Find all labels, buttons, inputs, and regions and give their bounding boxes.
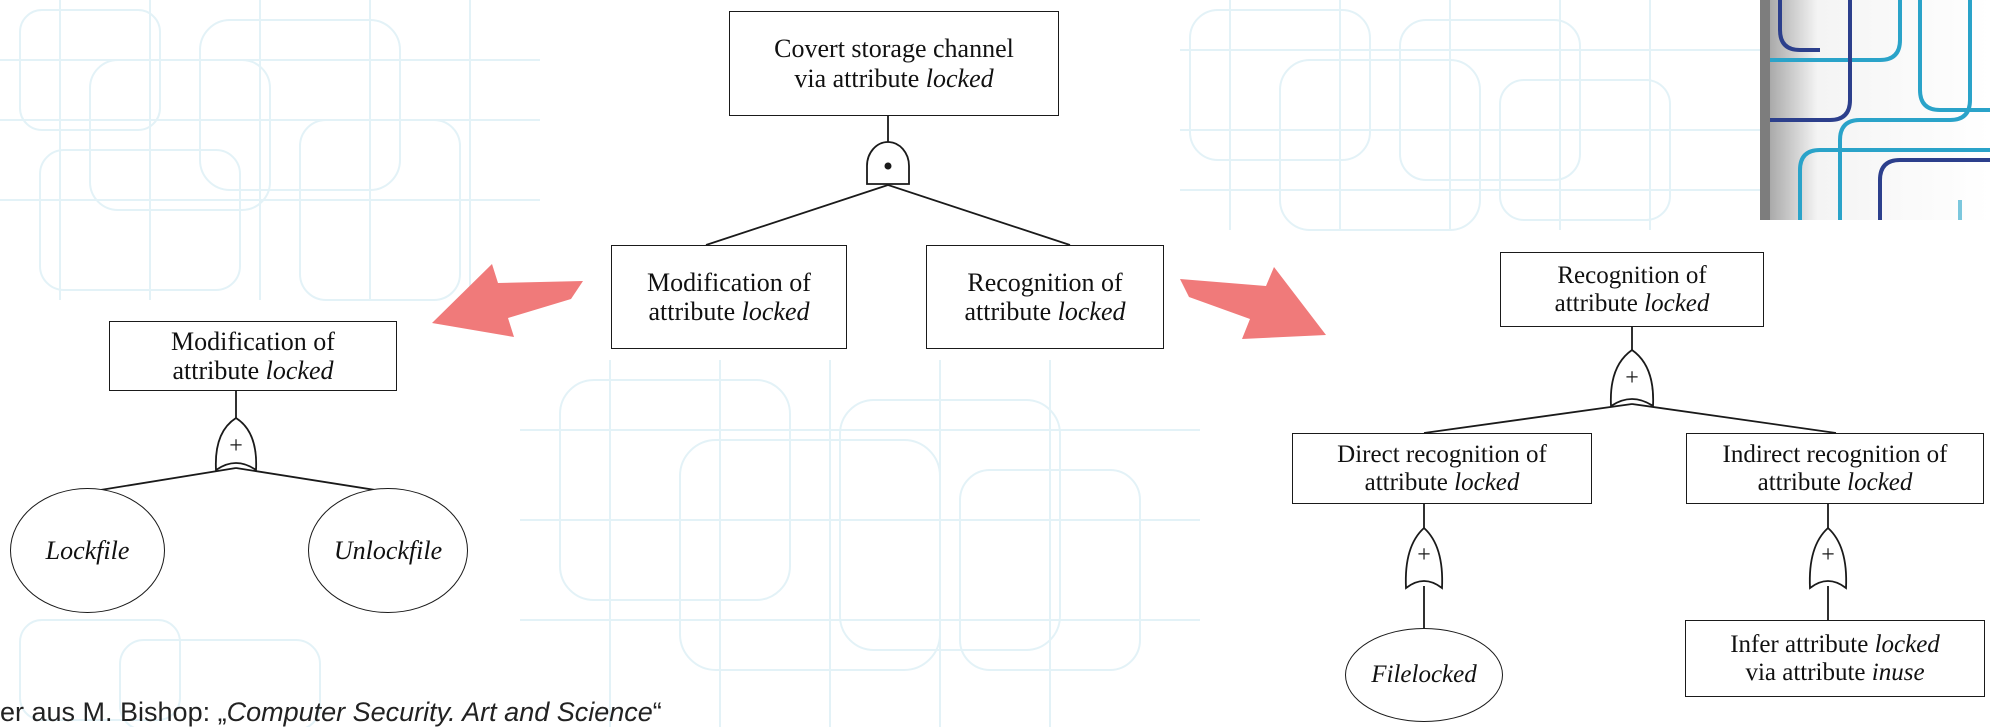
svg-text:+: + bbox=[1821, 542, 1835, 568]
infer-line2: via attribute inuse bbox=[1745, 659, 1924, 687]
recognition-italic: locked bbox=[1057, 297, 1126, 326]
recognition-line2: attribute locked bbox=[965, 297, 1126, 326]
svg-text:+: + bbox=[1417, 542, 1431, 568]
modification-italic: locked bbox=[741, 297, 810, 326]
direct-recognition-box: Direct recognition of attribute locked bbox=[1292, 433, 1592, 504]
right-root-italic: locked bbox=[1644, 289, 1710, 317]
corner-logo bbox=[1760, 0, 1990, 220]
direct-recognition-line2: attribute locked bbox=[1365, 469, 1520, 497]
modification-event-box: Modification of attribute locked bbox=[611, 245, 847, 349]
root-event-box: Covert storage channel via attribute loc… bbox=[729, 11, 1059, 116]
indirect-recognition-line2: attribute locked bbox=[1758, 469, 1913, 497]
svg-text:+: + bbox=[229, 433, 243, 459]
caption-suffix: “ bbox=[652, 697, 662, 727]
indirect-recognition-text: attribute bbox=[1757, 468, 1848, 496]
root-event-line2: via attribute locked bbox=[794, 64, 993, 93]
infer-line1: Infer attribute locked bbox=[1730, 631, 1940, 659]
infer-text2: via attribute bbox=[1745, 658, 1872, 686]
right-root-line2: attribute locked bbox=[1555, 290, 1710, 318]
caption-book-title: Computer Security. Art and Science bbox=[226, 697, 653, 727]
left-root-text: attribute bbox=[172, 356, 266, 385]
root-event-text: via attribute bbox=[794, 63, 926, 93]
left-root-line1: Modification of bbox=[171, 326, 335, 356]
left-root-box: Modification of attribute locked bbox=[109, 321, 397, 391]
source-caption: er aus M. Bishop: „Computer Security. Ar… bbox=[0, 697, 662, 727]
unlockfile-leaf: Unlockfile bbox=[308, 488, 468, 613]
recognition-line1: Recognition of bbox=[967, 267, 1123, 297]
direct-recognition-italic: locked bbox=[1454, 468, 1520, 496]
infer-italic2: inuse bbox=[1871, 658, 1925, 686]
arrow-right-icon bbox=[1180, 267, 1326, 339]
indirect-recognition-box: Indirect recognition of attribute locked bbox=[1686, 433, 1984, 504]
right-root-box: Recognition of attribute locked bbox=[1500, 252, 1764, 327]
root-event-italic: locked bbox=[925, 63, 994, 93]
or-gate-icon bbox=[1404, 526, 1444, 590]
caption-prefix: er aus M. Bishop: „ bbox=[0, 697, 227, 727]
modification-line1: Modification of bbox=[647, 267, 811, 297]
or-gate-icon bbox=[214, 416, 258, 472]
indirect-recognition-line1: Indirect recognition of bbox=[1722, 440, 1948, 468]
right-root-line1: Recognition of bbox=[1557, 261, 1707, 289]
arrow-left-icon bbox=[432, 264, 583, 337]
direct-recognition-text: attribute bbox=[1364, 468, 1455, 496]
infer-text1: Infer attribute bbox=[1730, 630, 1875, 658]
recognition-text: attribute bbox=[964, 297, 1058, 326]
or-gate-icon bbox=[1609, 348, 1655, 408]
filelocked-label: Filelocked bbox=[1371, 661, 1477, 688]
modification-line2: attribute locked bbox=[649, 297, 810, 326]
root-event-line1: Covert storage channel bbox=[774, 34, 1014, 64]
svg-text:+: + bbox=[1625, 365, 1639, 391]
infer-italic1: locked bbox=[1874, 630, 1940, 658]
recognition-event-box: Recognition of attribute locked bbox=[926, 245, 1164, 349]
lockfile-leaf: Lockfile bbox=[10, 488, 165, 613]
or-gate-icon bbox=[1808, 526, 1848, 590]
left-root-italic: locked bbox=[265, 356, 334, 385]
direct-recognition-line1: Direct recognition of bbox=[1337, 440, 1547, 468]
left-root-line2: attribute locked bbox=[173, 356, 334, 385]
infer-attribute-box: Infer attribute locked via attribute inu… bbox=[1685, 620, 1985, 697]
modification-text: attribute bbox=[648, 297, 742, 326]
unlockfile-label: Unlockfile bbox=[333, 535, 443, 565]
filelocked-leaf: Filelocked bbox=[1345, 628, 1503, 722]
lockfile-label: Lockfile bbox=[45, 535, 130, 565]
indirect-recognition-italic: locked bbox=[1847, 468, 1913, 496]
right-root-text: attribute bbox=[1554, 289, 1645, 317]
